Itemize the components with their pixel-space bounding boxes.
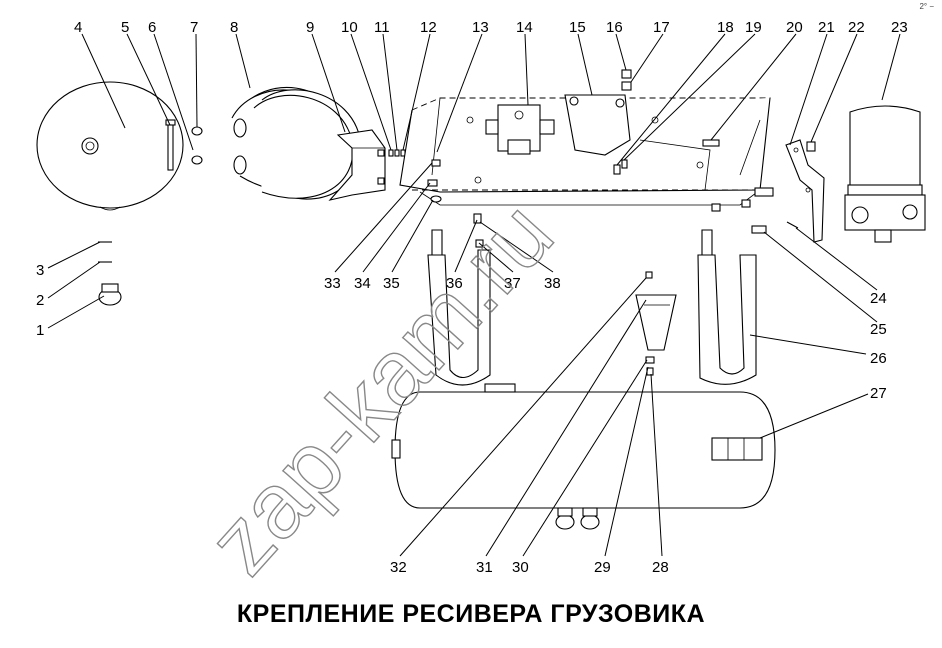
callout-26: 26 — [870, 350, 887, 367]
callout-35: 35 — [383, 275, 400, 292]
leader-lines — [47, 33, 901, 557]
part-1-3-fittings — [98, 241, 122, 306]
callout-14: 14 — [516, 19, 533, 36]
callout-19: 19 — [745, 19, 762, 36]
part-26-straps — [427, 229, 757, 386]
callout-36: 36 — [446, 275, 463, 292]
callout-22: 22 — [848, 19, 865, 36]
callout-37: 37 — [504, 275, 521, 292]
callout-8: 8 — [230, 19, 238, 36]
part-10-12-fasteners — [388, 149, 406, 157]
part-23-dryer — [844, 105, 926, 243]
part-33-35-fasteners — [427, 159, 442, 203]
callout-21: 21 — [818, 19, 835, 36]
part-4-end-cap — [36, 81, 184, 211]
callout-33: 33 — [324, 275, 341, 292]
frame-fittings — [711, 187, 774, 212]
callout-12: 12 — [420, 19, 437, 36]
callout-4: 4 — [74, 19, 82, 36]
callout-28: 28 — [652, 559, 669, 576]
part-30-32-cradle — [635, 271, 677, 376]
callout-27: 27 — [870, 385, 887, 402]
callout-24: 24 — [870, 290, 887, 307]
callout-1: 1 — [36, 322, 44, 339]
part-14-valve — [485, 104, 555, 155]
callout-9: 9 — [306, 19, 314, 36]
callout-31: 31 — [476, 559, 493, 576]
part-8-clamp-bands — [231, 87, 362, 200]
part-20-fitting — [702, 139, 720, 147]
callout-30: 30 — [512, 559, 529, 576]
corner-mark: 2° − — [919, 2, 934, 11]
part-21-bracket — [785, 139, 825, 243]
callout-16: 16 — [606, 19, 623, 36]
callout-15: 15 — [569, 19, 586, 36]
callout-32: 32 — [390, 559, 407, 576]
callout-18: 18 — [717, 19, 734, 36]
callout-3: 3 — [36, 262, 44, 279]
part-24-strip — [786, 221, 799, 229]
callout-10: 10 — [341, 19, 358, 36]
page-title: КРЕПЛЕНИЕ РЕСИВЕРА ГРУЗОВИКА — [236, 600, 706, 628]
callout-2: 2 — [36, 292, 44, 309]
part-27-receiver — [391, 383, 776, 530]
callout-17: 17 — [653, 19, 670, 36]
callout-38: 38 — [544, 275, 561, 292]
callout-34: 34 — [354, 275, 371, 292]
callout-13: 13 — [472, 19, 489, 36]
callout-6: 6 — [148, 19, 156, 36]
callout-25: 25 — [870, 321, 887, 338]
part-22-nut — [806, 141, 816, 152]
part-6-7-nuts — [191, 126, 203, 165]
part-5-stud — [165, 119, 176, 171]
callout-29: 29 — [594, 559, 611, 576]
callout-5: 5 — [121, 19, 129, 36]
callout-11: 11 — [374, 19, 390, 36]
part-15-plate — [564, 94, 631, 156]
callout-23: 23 — [891, 19, 908, 36]
part-9-bracket — [328, 129, 386, 201]
part-16-17-nuts — [621, 69, 632, 91]
callout-7: 7 — [190, 19, 198, 36]
part-25-bolt — [751, 225, 767, 234]
callout-20: 20 — [786, 19, 803, 36]
callout-labels: 4 5 6 7 8 9 10 11 12 13 14 15 16 17 18 1… — [36, 19, 908, 576]
